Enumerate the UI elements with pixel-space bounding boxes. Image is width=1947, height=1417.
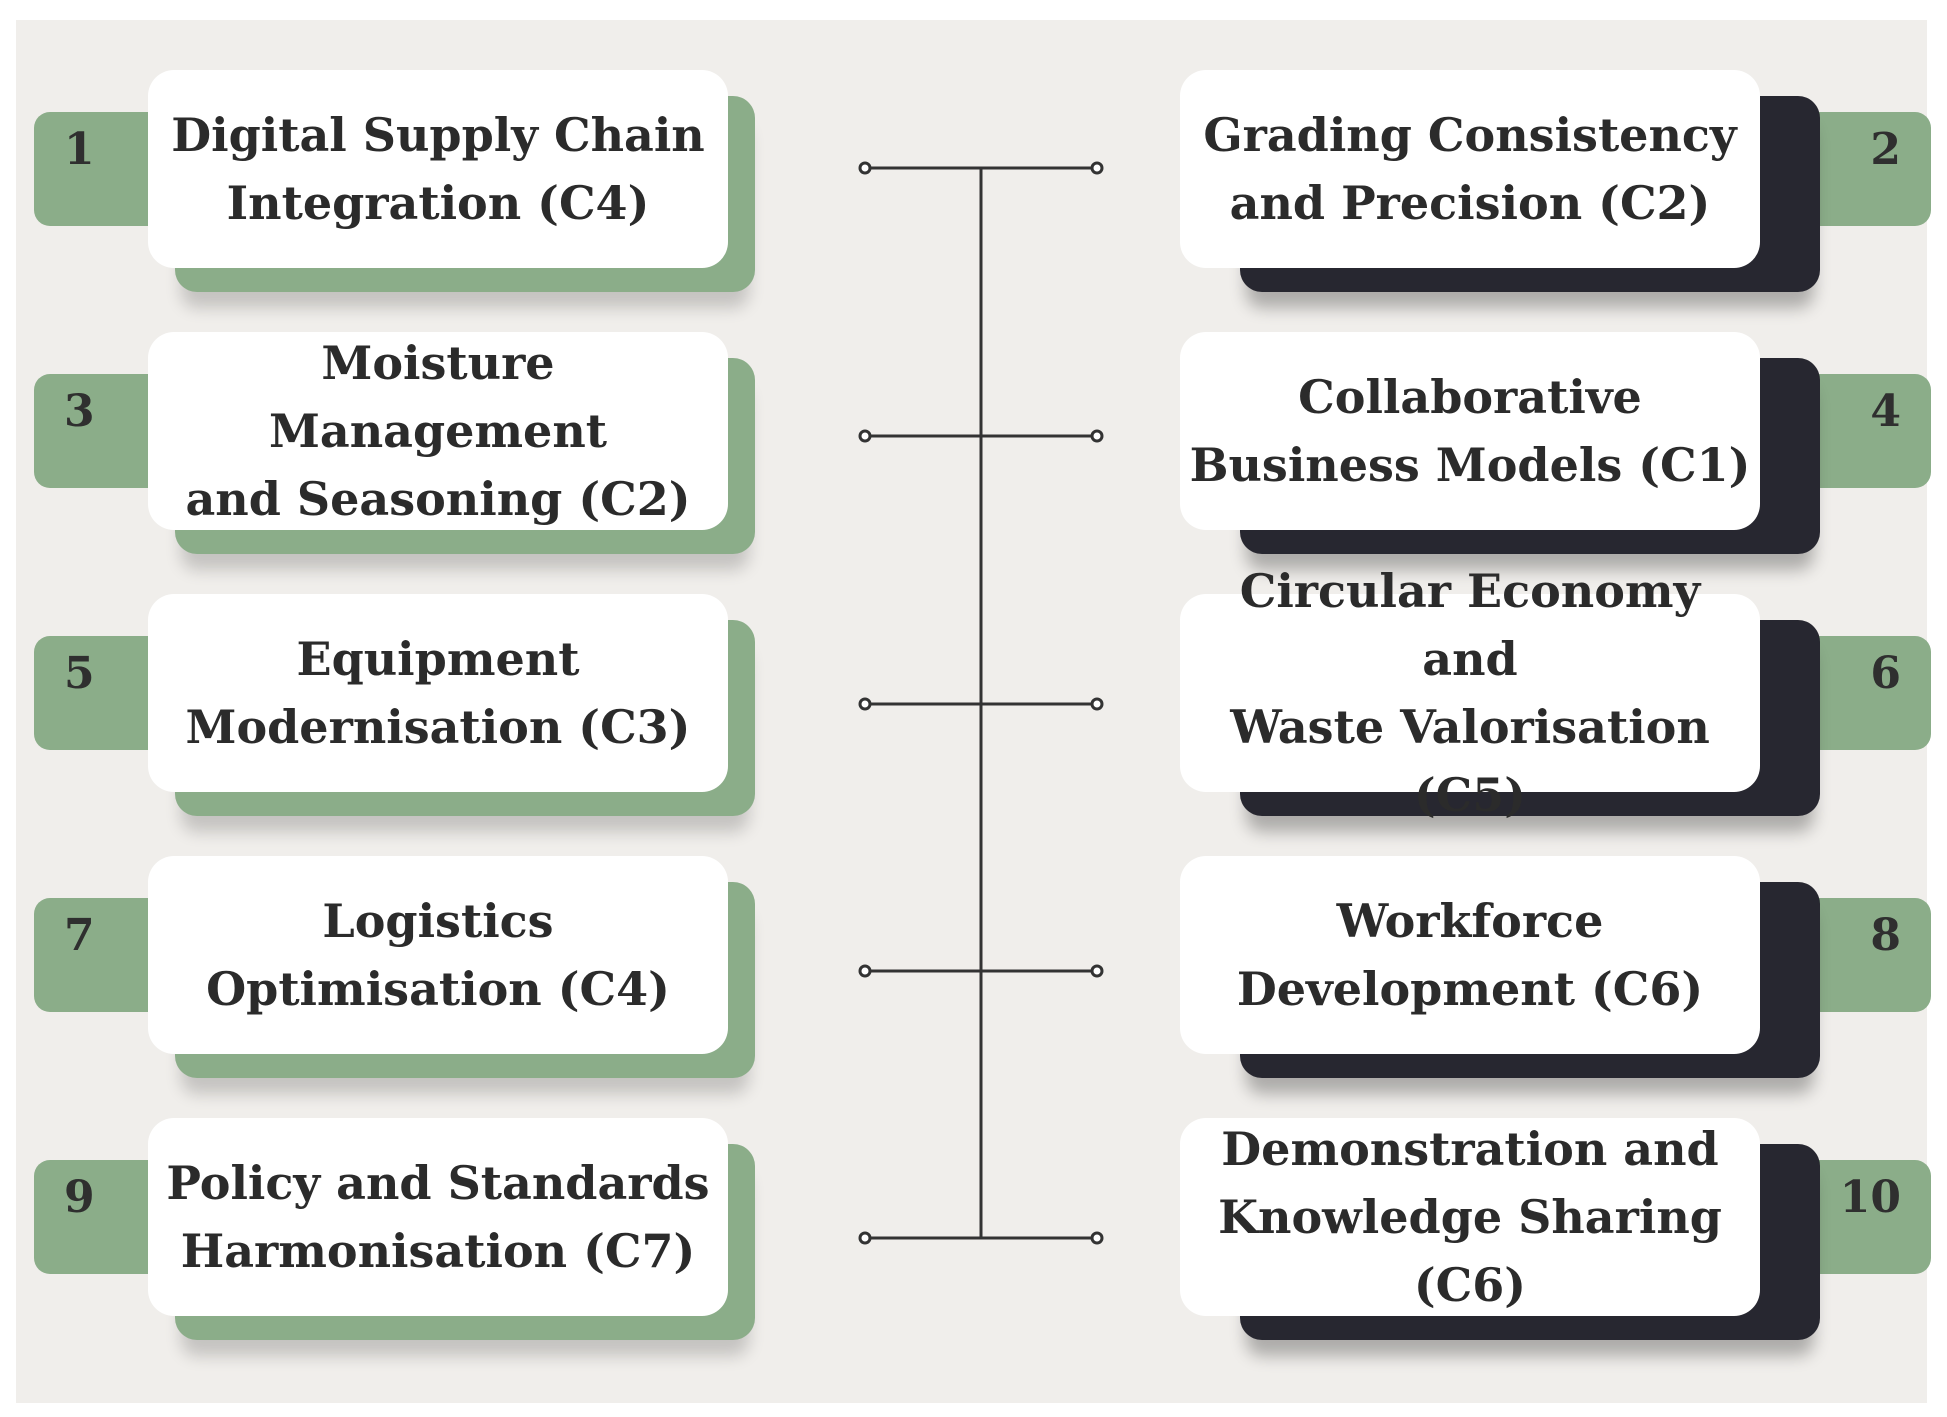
item-3-label: Moisture Management and Seasoning (C2)	[185, 336, 691, 526]
item-9-card: Policy and Standards Harmonisation (C7)	[148, 1118, 728, 1316]
item-4-card: Collaborative Business Models (C1)	[1180, 332, 1760, 530]
item-6-number: 6	[1870, 648, 1901, 699]
item-2-number: 2	[1870, 124, 1901, 175]
item-1-card: Digital Supply Chain Integration (C4)	[148, 70, 728, 268]
item-8-label: Workforce Development (C6)	[1236, 894, 1704, 1016]
item-5-card: Equipment Modernisation (C3)	[148, 594, 728, 792]
item-7-card: Logistics Optimisation (C4)	[148, 856, 728, 1054]
item-6-card: Circular Economy and Waste Valorisation …	[1180, 564, 1760, 822]
item-4-label: Collaborative Business Models (C1)	[1189, 370, 1751, 492]
item-8-card: Workforce Development (C6)	[1180, 856, 1760, 1054]
item-10-label: Demonstration and Knowledge Sharing (C6)	[1218, 1122, 1722, 1312]
item-6-label: Circular Economy and Waste Valorisation …	[1230, 564, 1710, 822]
item-1-label: Digital Supply Chain Integration (C4)	[171, 108, 705, 230]
connector-branch-5	[858, 1231, 1104, 1245]
connector-branch-4	[858, 964, 1104, 978]
item-5-label: Equipment Modernisation (C3)	[185, 632, 691, 754]
item-7-number: 7	[64, 910, 95, 961]
connector-branch-3	[858, 697, 1104, 711]
item-5-number: 5	[64, 648, 95, 699]
item-10-card: Demonstration and Knowledge Sharing (C6)	[1180, 1118, 1760, 1316]
item-8-number: 8	[1870, 910, 1901, 961]
item-3-number: 3	[64, 386, 95, 437]
item-9-label: Policy and Standards Harmonisation (C7)	[166, 1156, 710, 1278]
item-7-label: Logistics Optimisation (C4)	[206, 894, 670, 1016]
connector-branch-1	[858, 161, 1104, 175]
item-2-label: Grading Consistency and Precision (C2)	[1203, 108, 1737, 230]
item-1-number: 1	[64, 124, 95, 175]
connector-branch-2	[858, 429, 1104, 443]
item-4-number: 4	[1870, 386, 1901, 437]
item-10-number: 10	[1839, 1172, 1901, 1223]
item-3-card: Moisture Management and Seasoning (C2)	[148, 332, 728, 530]
item-2-card: Grading Consistency and Precision (C2)	[1180, 70, 1760, 268]
item-9-number: 9	[64, 1172, 95, 1223]
